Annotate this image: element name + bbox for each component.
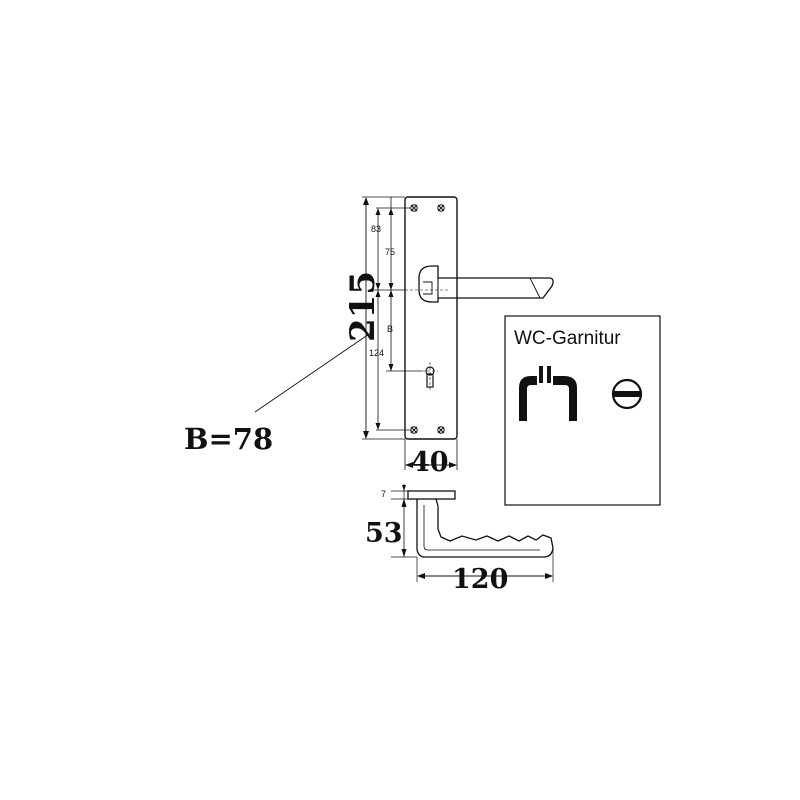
keyhole bbox=[422, 362, 438, 392]
dim-53-label: 53 bbox=[365, 518, 403, 549]
dim-120-label: 120 bbox=[452, 564, 508, 595]
dimension-lines bbox=[254, 196, 458, 470]
screw-top-left bbox=[410, 204, 418, 212]
lever-handle bbox=[405, 265, 554, 303]
screw-bottom-right bbox=[437, 426, 445, 434]
dim-83-label: 83 bbox=[371, 224, 381, 234]
screw-top-right bbox=[437, 204, 445, 212]
backplate bbox=[404, 196, 554, 440]
dim-75-label: 75 bbox=[385, 247, 395, 257]
dim-7-label: 7 bbox=[381, 489, 386, 499]
b-callout-label: B=78 bbox=[184, 422, 273, 456]
screw-bottom-left bbox=[410, 426, 418, 434]
dim-124-label: 124 bbox=[369, 348, 384, 358]
dim-215-label: 215 bbox=[343, 271, 383, 342]
dim-40-label: 40 bbox=[411, 447, 449, 478]
dim-b-label: B bbox=[387, 324, 393, 334]
handle-icon bbox=[519, 366, 577, 421]
wc-inset-title: WC-Garnitur bbox=[514, 328, 621, 349]
turn-lock-icon bbox=[611, 378, 643, 410]
handle-side-view bbox=[391, 484, 554, 582]
wc-inset: WC-Garnitur bbox=[504, 315, 661, 506]
